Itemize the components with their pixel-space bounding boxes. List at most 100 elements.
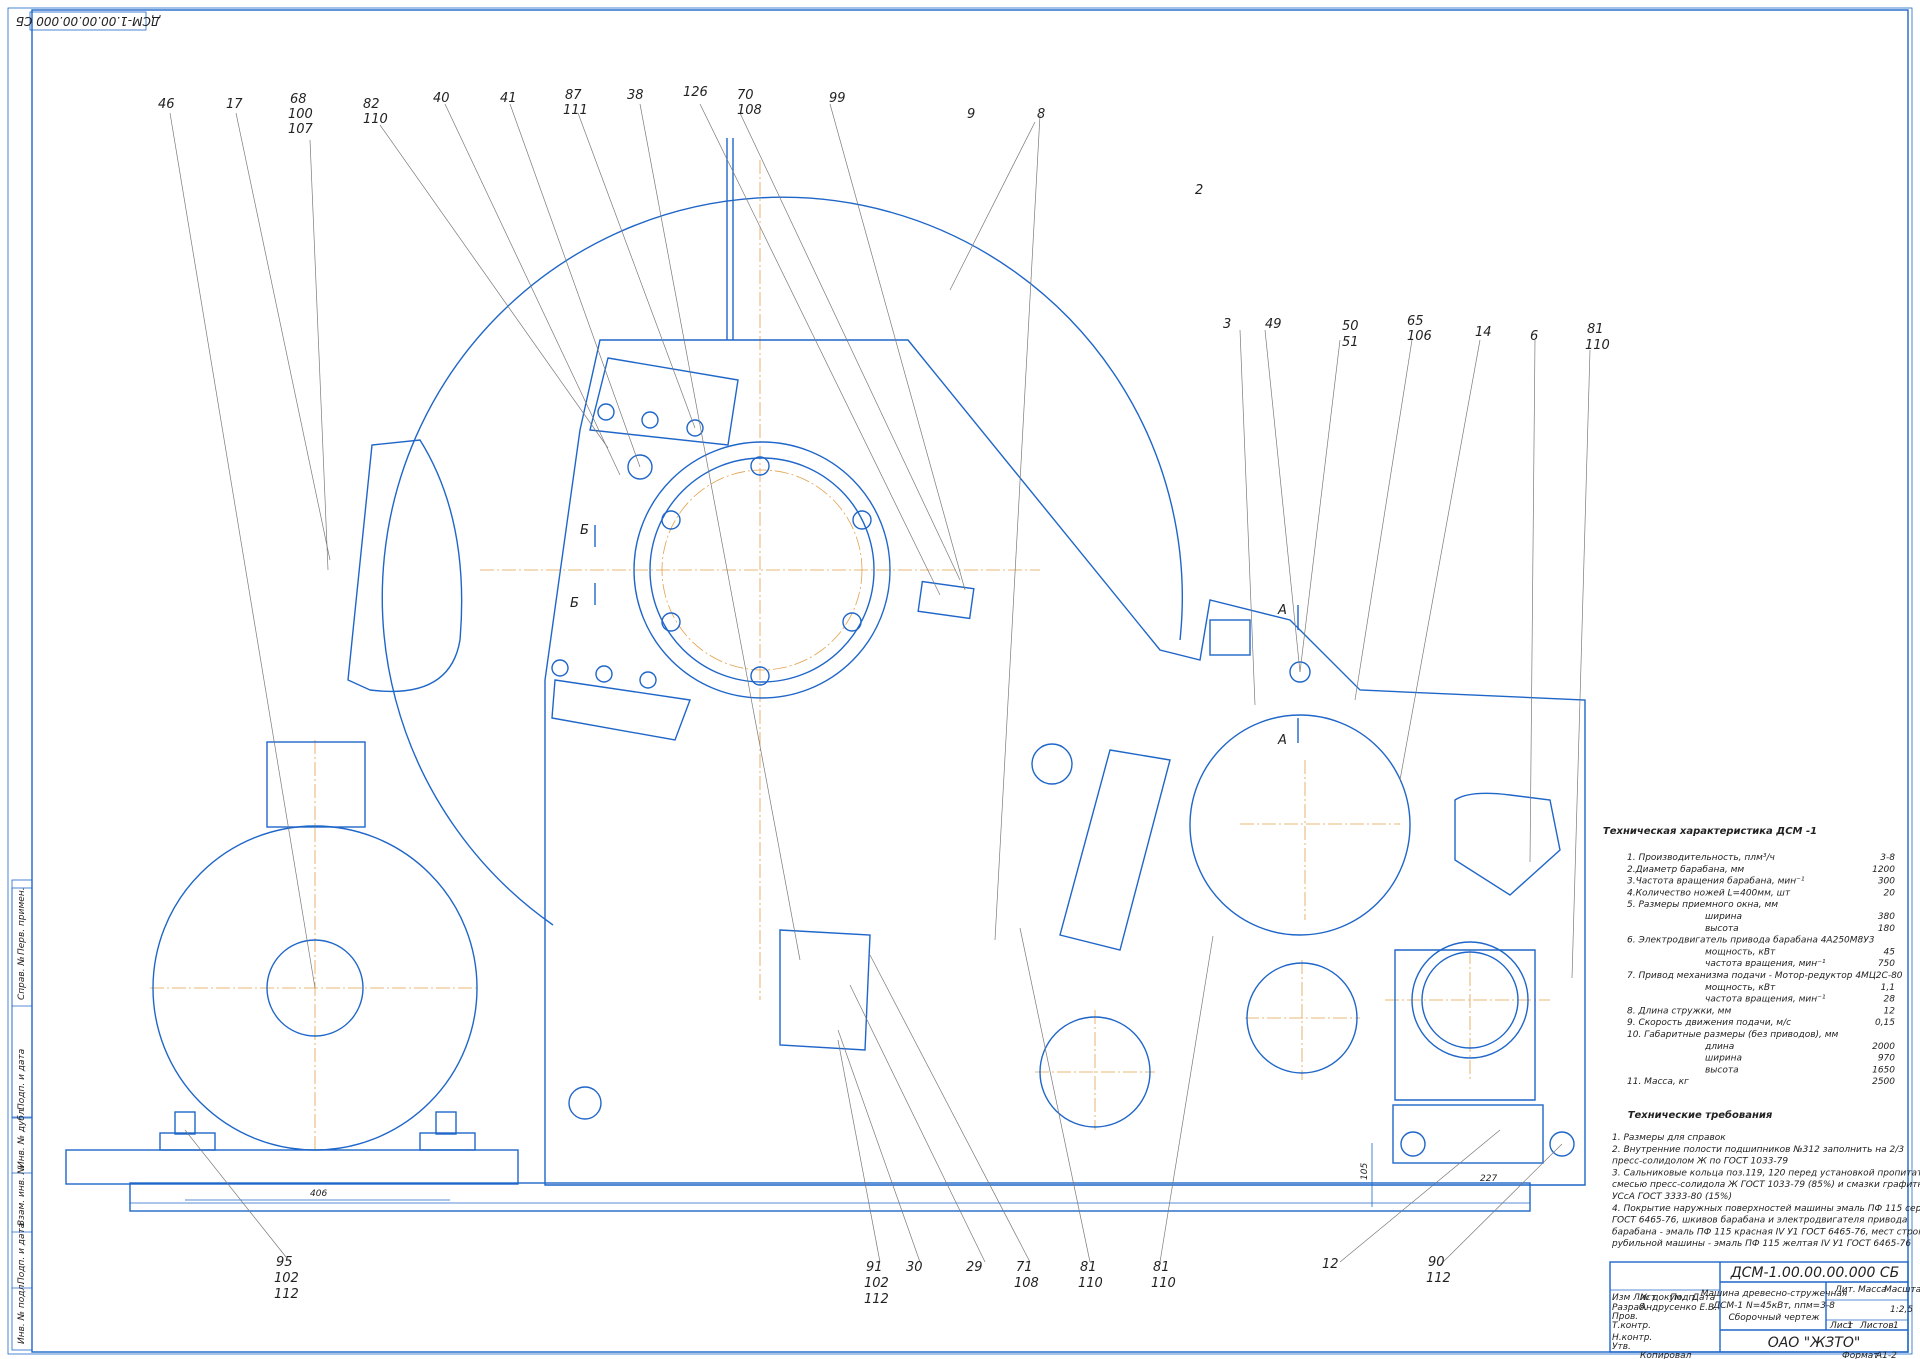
role: Изм Лист <box>1612 1293 1657 1303</box>
spec-label: 10. Габаритные размеры (без приводов), м… <box>1627 1030 1839 1040</box>
role: Утв. <box>1612 1342 1631 1352</box>
spec-value: 380 <box>1878 912 1895 922</box>
strip-text: Перв. примен. <box>17 887 27 955</box>
section-mark: А <box>1277 603 1287 618</box>
spec-value: 750 <box>1878 959 1895 969</box>
part-label: 71 <box>1016 1260 1033 1275</box>
spec-label: 11. Масса, кг <box>1627 1077 1689 1087</box>
role: Подп. <box>1670 1293 1697 1303</box>
requirement-line: 1. Размеры для справок <box>1612 1133 1726 1143</box>
tech-specs-title: Техническая характеристика ДСМ -1 <box>1603 826 1817 837</box>
spec-label: 3.Частота вращения барабана, мин⁻¹ <box>1627 877 1805 887</box>
spec-value: 28 <box>1884 995 1896 1005</box>
part-labels: 46 17 68 100 107 82 110 40 41 87 111 38 … <box>158 85 1610 1307</box>
dimensions: 406 105 227 <box>185 1143 1562 1207</box>
spec-value: 300 <box>1878 877 1895 887</box>
role: Дата <box>1691 1293 1715 1303</box>
format-value: А1-2 <box>1875 1351 1897 1359</box>
dimension-227: 227 <box>1480 1174 1497 1184</box>
part-label: 17 <box>226 97 243 112</box>
tech-requirements: Технические требования 1. Размеры для сп… <box>1611 1109 1920 1249</box>
main-frame <box>544 339 1586 1186</box>
part-label: 70 <box>737 88 754 103</box>
role: Разраб. <box>1612 1303 1647 1313</box>
spec-value: 2500 <box>1872 1077 1895 1087</box>
part-label: 108 <box>1014 1276 1039 1291</box>
sheet-no: 1 <box>1847 1321 1853 1331</box>
role: № докум. <box>1639 1293 1684 1303</box>
spec-label: 9. Скорость движения подачи, м/с <box>1627 1018 1791 1028</box>
drawing-frame <box>7 7 1913 1355</box>
strip-text: Подп. и дата <box>17 1049 27 1110</box>
sheet-label: Лист <box>1829 1321 1854 1331</box>
spec-label: 1. Производительность, плм³/ч <box>1627 853 1775 863</box>
spec-label: мощность, кВт <box>1705 983 1776 993</box>
scale: 1:2,5 <box>1890 1305 1913 1315</box>
requirement-line: барабана - эмаль ПФ 115 красная IV У1 ГО… <box>1612 1227 1920 1237</box>
part-label: 110 <box>1151 1276 1176 1291</box>
motor <box>65 741 1531 1212</box>
part-label: 49 <box>1265 317 1282 332</box>
spec-label: 6. Электродвигатель привода барабана 4А2… <box>1627 936 1875 946</box>
spec-label: 5. Размеры приемного окна, мм <box>1627 900 1778 910</box>
part-label: 40 <box>433 91 450 106</box>
part-label: 102 <box>864 1276 889 1291</box>
section-marks: Б Б А А <box>570 523 1299 748</box>
spec-value: 20 <box>1884 888 1896 898</box>
part-label: 8 <box>1037 107 1045 122</box>
part-label: 99 <box>829 91 846 106</box>
part-label: 111 <box>563 103 588 118</box>
part-label: 82 <box>363 97 380 112</box>
part-label: 81 <box>1587 322 1604 337</box>
part-label: 91 <box>866 1260 883 1275</box>
requirement-line: УСсА ГОСТ 3333-80 (15%) <box>1612 1192 1732 1202</box>
title-block: ДСМ-1.00.00.00.000 СБ Машина древесно-ст… <box>1609 1261 1920 1359</box>
top-stamp: ДСМ-1.00.00.00.000 СБ <box>16 11 161 31</box>
part-label: 46 <box>158 97 175 112</box>
requirement-line: 3. Сальниковые кольца поз.119, 120 перед… <box>1612 1168 1920 1178</box>
leaders <box>169 103 1591 1266</box>
title-name-2: ДСМ-1 N=45кВт, nпм=3-8 <box>1712 1301 1835 1311</box>
part-label: 110 <box>1585 338 1610 353</box>
role: Пров. <box>1612 1312 1638 1322</box>
sheets-no: 1 <box>1893 1321 1899 1331</box>
spec-label: ширина <box>1705 912 1742 922</box>
spec-label: ширина <box>1705 1054 1742 1064</box>
part-label: 81 <box>1080 1260 1097 1275</box>
org-name: ОАО "ЖЗТО" <box>1768 1335 1861 1351</box>
dimension-406: 406 <box>310 1189 327 1199</box>
section-mark: Б <box>580 523 589 538</box>
strip-text: Взам. инв. № <box>17 1165 27 1226</box>
title-name-1: Машина древесно-стружечная <box>1701 1289 1848 1299</box>
title-name-3: Сборочный чертеж <box>1728 1313 1820 1323</box>
spec-value: 0,15 <box>1875 1018 1895 1028</box>
spec-label: высота <box>1705 1065 1739 1075</box>
part-label: 110 <box>363 112 388 127</box>
centre-lines <box>150 160 1550 1150</box>
part-label: 38 <box>627 88 644 103</box>
part-label: 41 <box>500 91 517 106</box>
spec-label: 8. Длина стружки, мм <box>1627 1006 1731 1016</box>
role: Андрусенко Е.В. <box>1639 1303 1717 1313</box>
part-label: 81 <box>1153 1260 1170 1275</box>
part-label: 87 <box>565 88 582 103</box>
part-label: 3 <box>1223 317 1231 332</box>
spec-label: 7. Привод механизма подачи - Мотор-редук… <box>1627 971 1903 981</box>
spec-label: частота вращения, мин⁻¹ <box>1705 995 1826 1005</box>
dimension-105: 105 <box>1360 1163 1370 1180</box>
tech-req-title: Технические требования <box>1628 1109 1773 1121</box>
spec-value: 970 <box>1878 1054 1895 1064</box>
format-label: Формат <box>1842 1351 1879 1359</box>
part-label: 110 <box>1078 1276 1103 1291</box>
spec-label: частота вращения, мин⁻¹ <box>1705 959 1826 969</box>
requirement-line: ГОСТ 6465-76, шкивов барабана и электрод… <box>1612 1216 1907 1226</box>
section-mark: А <box>1277 733 1287 748</box>
rotor <box>551 403 975 699</box>
title-designation: ДСМ-1.00.00.00.000 СБ <box>1730 1265 1900 1281</box>
left-strip: Справ. № Подп. и дата Инв. № дубл. Взам.… <box>11 879 33 1351</box>
part-label: 112 <box>274 1287 299 1302</box>
part-label: 65 <box>1407 314 1424 329</box>
strip-text: Справ. № <box>17 956 27 1000</box>
col-mass: Масса <box>1858 1285 1887 1295</box>
spec-label: мощность, кВт <box>1705 947 1776 957</box>
